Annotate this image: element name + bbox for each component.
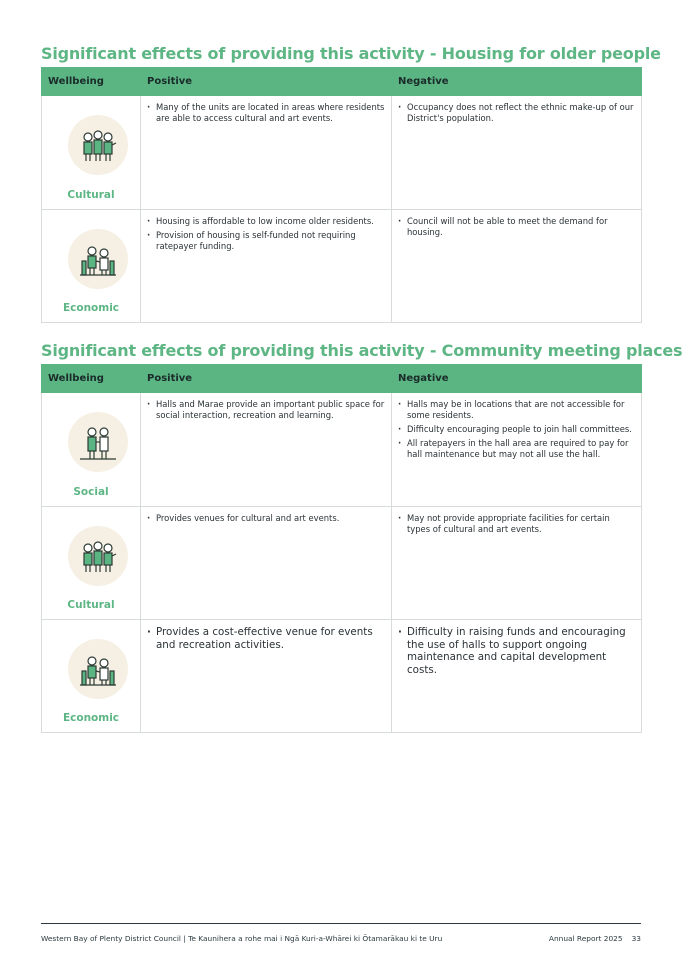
table-row: Cultural Provides venues for cultural an… bbox=[41, 506, 642, 620]
table-row: Economic Housing is affordable to low in… bbox=[41, 209, 642, 323]
wellbeing-label: Social bbox=[73, 486, 109, 498]
header-wellbeing: Wellbeing bbox=[41, 67, 141, 96]
header-wellbeing: Wellbeing bbox=[41, 364, 141, 393]
negative-item: Halls may be in locations that are not a… bbox=[398, 399, 635, 421]
positive-item: Provision of housing is self-funded not … bbox=[147, 230, 385, 252]
wellbeing-cell: Economic bbox=[41, 209, 141, 323]
table-header-row: Wellbeing Positive Negative bbox=[41, 364, 642, 393]
cultural-group-icon bbox=[68, 526, 128, 586]
wellbeing-label: Cultural bbox=[67, 189, 115, 201]
table-header-row: Wellbeing Positive Negative bbox=[41, 67, 642, 96]
economic-handshake-icon bbox=[68, 229, 128, 289]
negative-item: Difficulty in raising funds and encourag… bbox=[398, 626, 635, 676]
header-positive: Positive bbox=[140, 364, 392, 393]
positive-cell: Housing is affordable to low income olde… bbox=[140, 209, 392, 323]
negative-cell: Difficulty in raising funds and encourag… bbox=[391, 619, 642, 733]
wellbeing-cell: Social bbox=[41, 392, 141, 507]
positive-cell: Provides a cost-effective venue for even… bbox=[140, 619, 392, 733]
section-title: Significant effects of providing this ac… bbox=[41, 341, 683, 360]
positive-cell: Provides venues for cultural and art eve… bbox=[140, 506, 392, 620]
wellbeing-label: Cultural bbox=[67, 599, 115, 611]
positive-item: Housing is affordable to low income olde… bbox=[147, 216, 385, 227]
section-housing: Significant effects of providing this ac… bbox=[41, 43, 661, 323]
header-negative: Negative bbox=[391, 67, 642, 96]
table-row: Cultural Many of the units are located i… bbox=[41, 95, 642, 210]
social-people-icon bbox=[68, 412, 128, 472]
positive-item: Provides a cost-effective venue for even… bbox=[147, 626, 385, 651]
negative-item: Council will not be able to meet the dem… bbox=[398, 216, 635, 238]
effects-table: Wellbeing Positive Negative Social Halls… bbox=[41, 364, 642, 733]
cultural-group-icon bbox=[68, 115, 128, 175]
negative-item: May not provide appropriate facilities f… bbox=[398, 513, 635, 535]
wellbeing-label: Economic bbox=[62, 712, 120, 724]
wellbeing-label: Economic bbox=[62, 302, 120, 314]
negative-item: Difficulty encouraging people to join ha… bbox=[398, 424, 635, 435]
wellbeing-cell: Cultural bbox=[41, 95, 141, 210]
positive-item: Many of the units are located in areas w… bbox=[147, 102, 385, 124]
footer-organisation: Western Bay of Plenty District Council |… bbox=[41, 934, 443, 943]
footer-report-title: Annual Report 2025 bbox=[548, 934, 623, 943]
negative-item: Occupancy does not reflect the ethnic ma… bbox=[398, 102, 635, 124]
header-negative: Negative bbox=[391, 364, 642, 393]
negative-cell: May not provide appropriate facilities f… bbox=[391, 506, 642, 620]
header-positive: Positive bbox=[140, 67, 392, 96]
positive-cell: Halls and Marae provide an important pub… bbox=[140, 392, 392, 507]
positive-item: Provides venues for cultural and art eve… bbox=[147, 513, 385, 524]
wellbeing-cell: Economic bbox=[41, 619, 141, 733]
table-row: Economic Provides a cost-effective venue… bbox=[41, 619, 642, 733]
table-row: Social Halls and Marae provide an import… bbox=[41, 392, 642, 507]
positive-cell: Many of the units are located in areas w… bbox=[140, 95, 392, 210]
negative-cell: Council will not be able to meet the dem… bbox=[391, 209, 642, 323]
economic-handshake-icon bbox=[68, 639, 128, 699]
wellbeing-cell: Cultural bbox=[41, 506, 141, 620]
negative-cell: Halls may be in locations that are not a… bbox=[391, 392, 642, 507]
negative-item: All ratepayers in the hall area are requ… bbox=[398, 438, 635, 460]
section-title: Significant effects of providing this ac… bbox=[41, 44, 661, 63]
section-community-meeting-places: Significant effects of providing this ac… bbox=[41, 340, 683, 733]
negative-cell: Occupancy does not reflect the ethnic ma… bbox=[391, 95, 642, 210]
footer-divider bbox=[41, 923, 641, 924]
positive-item: Halls and Marae provide an important pub… bbox=[147, 399, 385, 421]
footer-right: Annual Report 2025 33 bbox=[549, 934, 641, 943]
effects-table: Wellbeing Positive Negative Cultural Man… bbox=[41, 67, 642, 323]
page-number: 33 bbox=[631, 934, 641, 943]
